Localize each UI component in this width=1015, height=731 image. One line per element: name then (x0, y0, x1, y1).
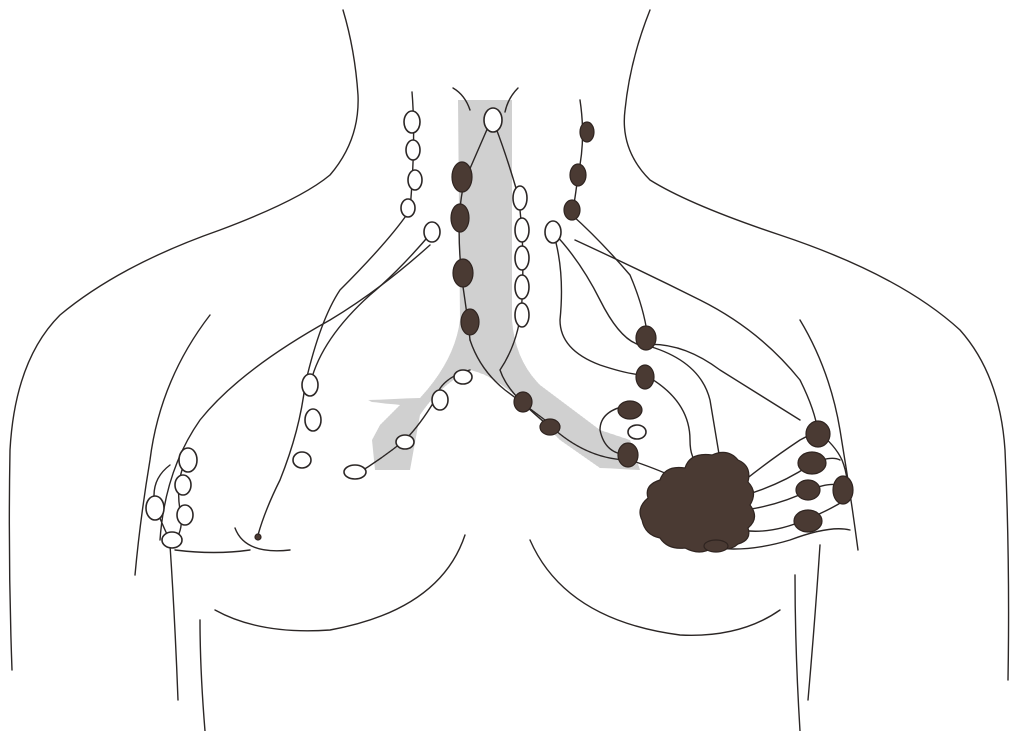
involved-lymph-node (514, 392, 532, 412)
vessel-right-upper-lateral (575, 240, 818, 432)
nipple (255, 534, 261, 540)
lymph-node (424, 222, 440, 242)
primary-tumor (640, 452, 755, 552)
involved-lymph-node (798, 452, 826, 474)
lymph-node (162, 532, 182, 548)
involved-lymph-node (796, 480, 820, 500)
right-chest-line (808, 545, 820, 700)
involved-lymph-node (461, 309, 479, 335)
lymph-node (513, 186, 527, 210)
involved-lymph-node (570, 164, 586, 186)
lymph-node (408, 170, 422, 190)
involved-lymph-node (453, 259, 473, 287)
vessel-tumor-to-axilla-2 (645, 375, 700, 465)
involved-lymph-node (794, 510, 822, 532)
vessel-right-subclavian (553, 232, 800, 420)
lymph-node (404, 111, 420, 133)
lymph-node (305, 409, 321, 431)
involved-lymph-node (618, 401, 642, 419)
involved-lymph-node (636, 326, 656, 350)
involved-lymph-node (451, 204, 469, 232)
vessel-left-axillary (160, 245, 430, 540)
lymph-node (146, 496, 164, 520)
involved-lymph-node (540, 419, 560, 435)
vessel-left-mediastinal (310, 232, 432, 385)
neck-left (9, 10, 358, 670)
involved-nodes (255, 122, 853, 552)
left-under-breast (175, 550, 250, 553)
involved-lymph-node (636, 365, 654, 389)
right-torso (795, 575, 800, 731)
left-chest-line (170, 545, 178, 700)
involved-lymph-node (580, 122, 594, 142)
involved-lymph-node (833, 476, 853, 504)
lymph-node (293, 452, 311, 468)
lymph-node (432, 390, 448, 410)
involved-lymph-node (618, 443, 638, 467)
lymph-node (545, 221, 561, 243)
lymph-node (344, 465, 366, 479)
lymph-node (177, 505, 193, 525)
lymph-node (396, 435, 414, 449)
vessel-right-internal (553, 232, 645, 375)
lymph-node (179, 448, 197, 472)
left-breast (215, 535, 465, 631)
vessel-tumor-lateral-4 (740, 500, 845, 531)
lymph-node (484, 108, 502, 132)
vessel-tumor-lateral-3 (745, 484, 842, 510)
involved-lymph-node (806, 421, 830, 447)
lymph-node (302, 374, 318, 396)
lymph-node (454, 370, 472, 384)
tumor-mass (640, 452, 755, 552)
left-nipple-area (235, 528, 290, 551)
right-breast (530, 540, 780, 635)
lymph-node (175, 475, 191, 495)
lymph-node (406, 140, 420, 160)
lymph-node (515, 275, 529, 299)
involved-lymph-node (452, 162, 472, 192)
involved-lymph-node (704, 540, 728, 552)
lymph-node (515, 218, 529, 242)
left-torso (200, 620, 205, 731)
lymph-node (628, 425, 646, 439)
lymph-node (515, 246, 529, 270)
lymph-node (401, 199, 415, 217)
lymph-node (515, 303, 529, 327)
involved-lymph-node (564, 200, 580, 220)
neck-right (624, 10, 1008, 680)
